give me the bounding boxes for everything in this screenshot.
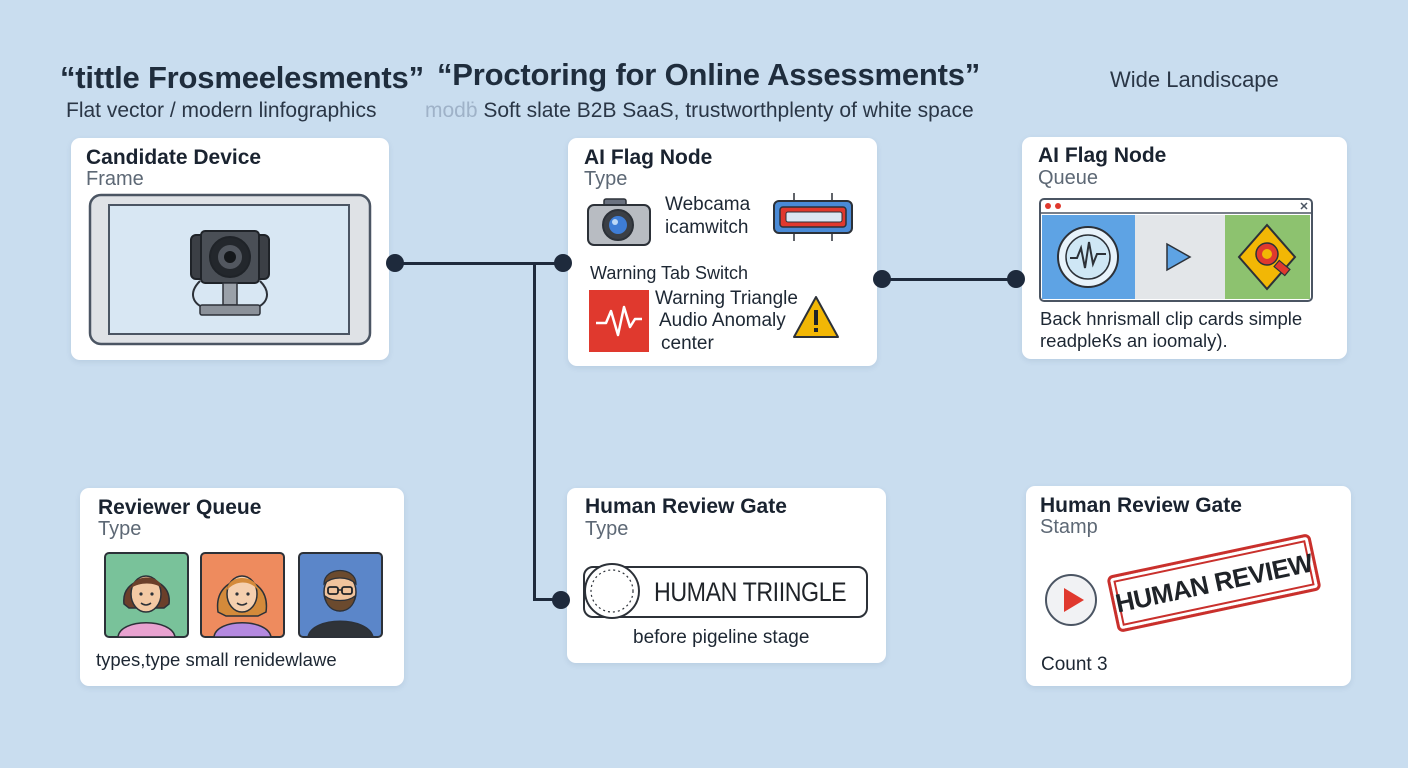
shield-circle-icon [583,562,641,620]
diagram-subtitle-left: Flat vector / modern linfographics [66,99,377,122]
webcam-label-line2: icamwitch [665,217,749,238]
connector-vertical-trunk [533,262,536,601]
connector-node [873,270,891,288]
webcam-label-line1: Webcama [665,194,751,215]
reviewer-queue-card[interactable]: Reviewer Queue Type [80,488,404,686]
card-subtitle: Type [584,168,628,190]
card-title: Candidate Device [86,146,262,169]
connector-node [552,591,570,609]
human-gate-button-label: HUMAN TRIINGLE [654,577,847,607]
reviewer-avatar-3[interactable] [298,552,383,638]
ai-flag-type-card[interactable]: AI Flag Node Type Webcama icamwitch Warn… [568,138,877,366]
queue-caption-line1: Back hnrismall clip cards simple [1040,308,1303,329]
reviewer-avatar-1[interactable] [104,552,189,638]
diagram-subtitle-right: Soft slate B2B SaaS, trustworthplenty of… [483,99,974,122]
candidate-device-card[interactable]: Candidate Device Frame [71,138,389,360]
reviewer-caption: types,type small renidewlawe [96,649,337,670]
human-review-gate-type-card[interactable]: Human Review Gate Type HUMAN TRIINGLE be… [567,488,886,663]
queue-caption-line2: readpleКs an ioomaly). [1040,330,1228,351]
audio-anomaly-icon [588,289,650,353]
human-gate-button[interactable]: HUMAN TRIINGLE [583,563,868,619]
connector-flag-to-queue [882,278,1016,281]
diagram-heading-right: Wide Landiscape [1110,67,1279,92]
connector-node [1007,270,1025,288]
triangle-label-line2: Audio Anomaly [659,310,786,331]
play-button-icon[interactable] [1044,573,1100,627]
subtitle-ghost-text: modḃ [425,99,478,122]
webcam-icon [586,197,652,247]
ai-flag-queue-card[interactable]: AI Flag Node Queue Back hnrismall clip c… [1022,137,1347,359]
clip-cards-window [1039,198,1313,302]
tab-switch-icon [772,191,854,243]
diagram-title: “Proctoring for Online Assessments” [437,57,981,92]
gate-count: Count 3 [1041,654,1108,675]
human-review-stamp: HUMAN REVIEW [1104,528,1326,633]
card-title: AI Flag Node [584,146,713,169]
card-title: Reviewer Queue [98,496,262,519]
warning-triangle-icon [791,294,841,340]
card-subtitle: Stamp [1040,516,1098,538]
gate-caption: before pigeline stage [633,627,810,648]
tab-switch-label: Warning Tab Switch [590,263,749,283]
connector-device-to-flag [396,262,564,265]
reviewer-avatar-2[interactable] [200,552,285,638]
triangle-label-line3: center [661,333,714,354]
connector-to-review-gate [533,598,562,601]
stamp-label: HUMAN REVIEW [1112,547,1316,619]
human-review-gate-stamp-card[interactable]: Human Review Gate Stamp HUMAN REVIEW Cou… [1026,486,1351,686]
connector-node [554,254,572,272]
card-title: AI Flag Node [1038,144,1167,167]
triangle-label-line1: Warning Triangle [655,288,798,309]
diagram-heading-left: “tittle Frosmeelesments” [60,60,424,95]
connector-node [386,254,404,272]
card-subtitle: Type [98,518,142,540]
card-subtitle: Frame [86,168,144,190]
tablet-webcam-illustration [88,193,372,346]
card-subtitle: Type [585,518,629,540]
card-title: Human Review Gate [585,495,787,518]
card-title: Human Review Gate [1040,494,1242,517]
card-subtitle: Queue [1038,167,1099,189]
